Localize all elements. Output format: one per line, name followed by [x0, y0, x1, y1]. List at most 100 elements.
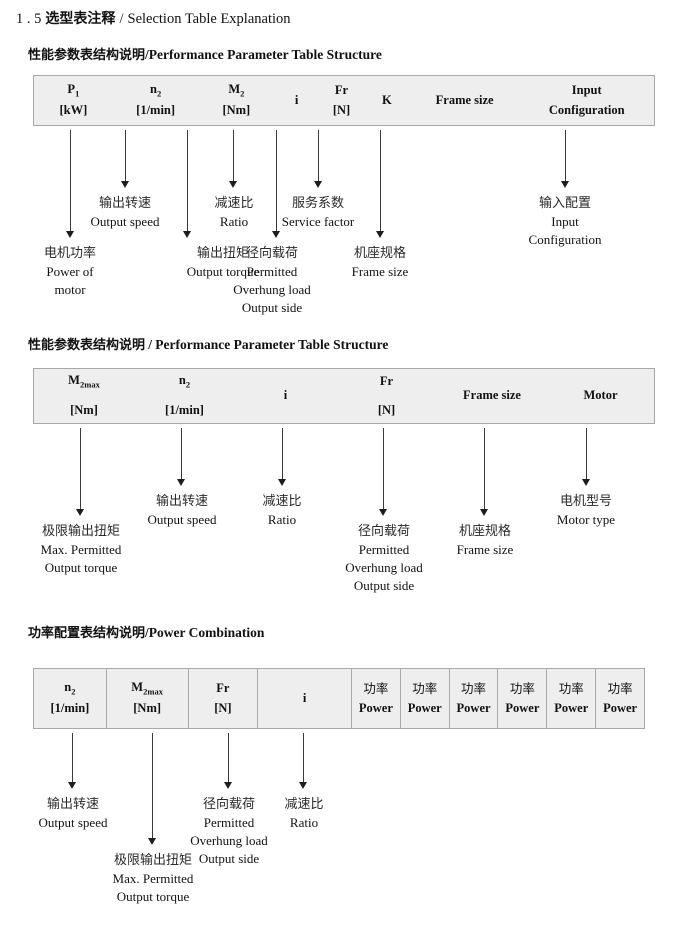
label-frame-size-cn: 机座规格 [353, 246, 406, 261]
label-max-permitted-output-torque-cn: 极限输出扭矩 [41, 524, 120, 539]
label-ratio-2: 减速比 Ratio [240, 493, 324, 529]
table-2-col-n2-unit: [1/min] [165, 403, 204, 418]
arrow-to-output-speed-2 [177, 428, 186, 486]
label-output-speed-3: 输出转速 Output speed [18, 796, 128, 832]
label-permitted-overhung-load-en-2: Overhung load [233, 281, 311, 297]
table-3-col-m2max-symbol: M2max [131, 680, 163, 697]
table-2-col-fr-unit: [N] [377, 402, 396, 417]
label-frame-size: 机座规格 Frame size [325, 245, 435, 281]
label-power-of-motor: 电机功率 Power of motor [20, 245, 120, 299]
section-3-heading: 功率配置表结构说明/Power Combination [28, 622, 264, 641]
label-service-factor-cn: 服务系数 [291, 196, 344, 211]
label-input-configuration-en-2: Configuration [528, 231, 602, 247]
label-ratio-cn: 减速比 [214, 196, 254, 211]
section-1-heading-cn: 性能参数表结构说明 [28, 48, 146, 63]
table-3-col-power-1-en: Power [358, 700, 393, 715]
label-output-torque-en-1: Output torque [186, 263, 260, 279]
arrow-to-output-speed [121, 130, 130, 188]
label-frame-size-2: 机座规格 Frame size [430, 523, 540, 559]
table-3-col-power-4-cn: 功率 [509, 681, 535, 697]
table-2-col-fr: Fr [N] [336, 369, 437, 423]
section-title-separator: / [119, 11, 124, 27]
arrow-to-ratio-2 [278, 428, 287, 486]
section-1-heading-sep: / [145, 47, 149, 62]
table-3-col-power-5-cn: 功率 [558, 681, 584, 697]
arrow-to-frame-size [376, 130, 385, 238]
table-3-col-power-3-cn: 功率 [461, 681, 487, 697]
table-1-col-fr: Fr [N] [319, 76, 364, 125]
table-2-col-i-symbol: i [283, 388, 288, 403]
performance-parameter-table-2: M2max [Nm] n2 [1/min] i Fr [N] Frame siz… [33, 368, 655, 424]
table-3-col-power-1: 功率 Power [350, 669, 400, 728]
table-3-col-power-6: 功率 Power [595, 669, 644, 728]
table-3-col-fr-unit: [N] [214, 700, 232, 715]
table-3-col-power-5-en: Power [554, 700, 589, 715]
label-max-permitted-output-torque-3-cn: 极限输出扭矩 [113, 853, 192, 868]
section-2-heading-cn: 性能参数表结构说明 [28, 338, 146, 353]
table-3-col-power-3-en: Power [456, 700, 491, 715]
table-1-col-input-configuration-line1: Input [571, 83, 602, 98]
table-1-col-p1-unit: [kW] [59, 103, 88, 118]
label-ratio-3-en-1: Ratio [289, 814, 319, 830]
section-2-heading-en: Performance Parameter Table Structure [155, 337, 389, 352]
arrow-to-service-factor [314, 130, 323, 188]
table-1-col-fr-symbol: Fr [334, 83, 349, 98]
table-3-col-power-6-cn: 功率 [607, 681, 633, 697]
table-2-col-frame-size: Frame size [437, 369, 547, 423]
label-permitted-overhung-load: 径向载荷 Permitted Overhung load Output side [217, 245, 327, 317]
table-1-col-n2-unit: [1/min] [136, 103, 176, 118]
label-permitted-overhung-load-3-en-3: Output side [198, 850, 260, 866]
label-ratio-3: 减速比 Ratio [262, 796, 346, 832]
table-1-col-n2-symbol: n2 [150, 82, 162, 99]
label-max-permitted-output-torque-en-1: Max. Permitted [40, 541, 122, 557]
section-title-en: Selection Table Explanation [127, 11, 291, 27]
arrow-to-frame-size-2 [480, 428, 489, 516]
table-1-col-m2-unit: [Nm] [222, 103, 251, 118]
table-3-col-power-2-en: Power [407, 700, 442, 715]
label-permitted-overhung-load-2-en-3: Output side [353, 577, 415, 593]
label-permitted-overhung-load-3-cn: 径向载荷 [202, 797, 255, 812]
table-1-col-p1: P1 [kW] [34, 76, 113, 125]
section-1-heading-en: Performance Parameter Table Structure [148, 47, 382, 62]
label-output-speed-2-cn: 输出转速 [155, 494, 208, 509]
section-number: 1 . 5 [16, 11, 42, 27]
table-3-col-m2max-unit: [Nm] [133, 701, 162, 716]
arrow-to-output-torque [183, 130, 192, 238]
table-3-col-fr-symbol: Fr [216, 681, 230, 696]
table-3-col-power-6-en: Power [603, 700, 638, 715]
label-power-of-motor-cn: 电机功率 [43, 246, 96, 261]
table-2-col-i: i [235, 369, 336, 423]
arrow-to-motor-type [582, 428, 591, 486]
table-3-col-power-1-cn: 功率 [363, 681, 389, 697]
label-motor-type-en-1: Motor type [556, 511, 616, 527]
section-3-heading-en: Power Combination [148, 625, 265, 640]
table-3-col-power-2-cn: 功率 [412, 681, 438, 697]
label-service-factor: 服务系数 Service factor [263, 195, 373, 231]
label-ratio: 减速比 Ratio [192, 195, 276, 231]
label-ratio-2-en-1: Ratio [267, 511, 297, 527]
table-3-col-i-symbol: i [302, 690, 307, 705]
label-input-configuration-cn: 输入配置 [538, 196, 591, 211]
table-1-col-input-configuration-line2: Configuration [548, 102, 625, 117]
table-3-col-m2max: M2max [Nm] [105, 669, 188, 728]
label-frame-size-2-en-1: Frame size [456, 541, 514, 557]
section-3-heading-sep: / [145, 625, 149, 640]
table-3-col-n2: n2 [1/min] [34, 669, 106, 728]
table-1-col-m2: M2 [Nm] [198, 76, 274, 125]
table-2-col-n2-symbol: n2 [178, 373, 191, 390]
arrow-to-ratio-3 [299, 733, 308, 789]
label-frame-size-en-1: Frame size [351, 263, 409, 279]
table-2-col-m2max-symbol: M2max [68, 373, 100, 390]
label-max-permitted-output-torque-3-en-1: Max. Permitted [112, 870, 194, 886]
table-1-col-fr-unit: [N] [332, 102, 351, 117]
label-permitted-overhung-load-3: 径向载荷 Permitted Overhung load Output side [174, 796, 284, 868]
table-3-col-power-4: 功率 Power [497, 669, 546, 728]
power-combination-table: n2 [1/min] M2max [Nm] Fr [N] i 功率 Power … [33, 668, 645, 729]
table-3-col-power-4-en: Power [505, 700, 540, 715]
arrow-to-max-permitted-output-torque-3 [148, 733, 157, 845]
table-3-col-power-3: 功率 Power [448, 669, 498, 728]
table-1-col-n2: n2 [1/min] [113, 76, 199, 125]
table-2-col-m2max-unit: [Nm] [70, 403, 98, 418]
label-max-permitted-output-torque-3-en-2: Output torque [116, 888, 190, 904]
arrow-to-max-permitted-output-torque [76, 428, 85, 516]
